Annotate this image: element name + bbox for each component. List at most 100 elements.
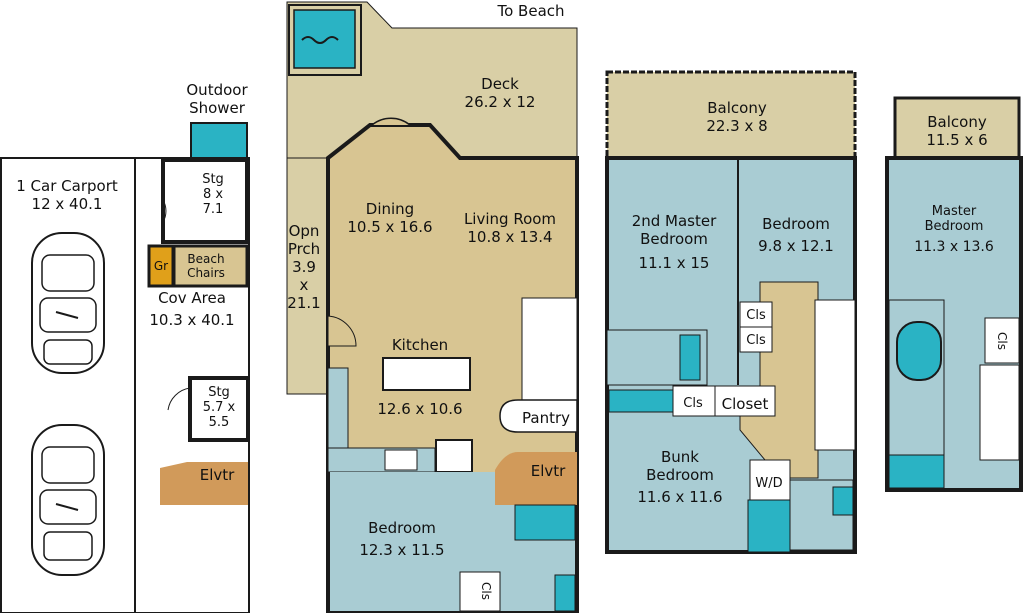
master-tub-icon xyxy=(896,321,942,381)
car-icon xyxy=(31,232,105,374)
stairs-master xyxy=(979,364,1020,461)
elevator-left-notch xyxy=(160,462,187,505)
fridge-icon xyxy=(435,439,473,473)
bath-upper-b xyxy=(747,499,791,553)
storage-upper-line1: 8 x xyxy=(202,187,224,202)
closet-upper-label: Closet xyxy=(721,395,769,413)
car-icon xyxy=(31,424,105,576)
dining-label: Dining 10.5 x 16.6 xyxy=(347,200,432,236)
bath-upper-a-fixture xyxy=(679,334,701,381)
stairs-center xyxy=(814,299,856,451)
beach-chairs-label: Beach Chairs xyxy=(187,252,225,280)
cls-b-label: Cls xyxy=(746,333,766,348)
living-room-name: Living Room xyxy=(463,210,557,228)
bath-upper-a-tub xyxy=(608,389,675,413)
storage-lower-label: Stg 5.7 x 5.5 xyxy=(203,385,236,430)
balcony-center-name: Balcony xyxy=(707,99,767,117)
wd-area xyxy=(749,459,791,501)
master-floor-section xyxy=(885,96,1023,492)
bunk-label: Bunk Bedroom 11.6 x 11.6 xyxy=(637,448,722,506)
balcony-center-area xyxy=(605,70,857,160)
elevator-left-label: Elvtr xyxy=(199,466,235,484)
carport-label: 1 Car Carport 12 x 40.1 xyxy=(16,177,118,213)
master-dims: 11.3 x 13.6 xyxy=(914,239,994,255)
closet-main-area xyxy=(459,571,501,612)
storage-lower-door xyxy=(167,387,191,411)
cls-b-area xyxy=(739,326,773,353)
master-line2: Bedroom xyxy=(924,219,984,234)
to-beach-label: To Beach xyxy=(497,2,565,20)
bath-upper-c-fixture xyxy=(832,486,854,516)
main-floor-section xyxy=(286,1,579,613)
covered-area-dims: 10.3 x 40.1 xyxy=(149,311,235,329)
cls-c-label: Cls xyxy=(683,396,703,411)
cls-c-area xyxy=(672,385,716,417)
open-porch-label: Opn Prch 3.9 x 21.1 xyxy=(287,222,320,312)
cls-master-area xyxy=(984,317,1020,364)
outdoor-shower-label: Outdoor Shower xyxy=(186,81,247,117)
deck-label: Deck 26.2 x 12 xyxy=(465,75,536,111)
closet-main-label: Cls xyxy=(479,582,493,600)
master-shower xyxy=(888,454,945,489)
carport-name: 1 Car Carport xyxy=(16,177,118,195)
master2-dims: 11.1 x 15 xyxy=(638,254,710,272)
porch-door xyxy=(327,315,357,347)
washer-dryer-label: W/D xyxy=(755,476,783,491)
bedroom-main-dims: 12.3 x 11.5 xyxy=(359,541,445,559)
bath-main-tub xyxy=(554,574,576,612)
kitchen-name: Kitchen xyxy=(391,336,449,354)
balcony-right-dims: 11.5 x 6 xyxy=(926,131,988,149)
bath-main-vanity xyxy=(514,504,576,541)
storage-lower-name: Stg xyxy=(208,385,230,400)
master-line1: Master xyxy=(931,204,977,219)
storage-lower-room xyxy=(188,376,250,442)
cls-master-label: Cls xyxy=(995,332,1009,350)
master2-line2: Bedroom xyxy=(640,230,708,248)
balcony-right-label: Balcony 11.5 x 6 xyxy=(926,113,987,149)
bedroom-upper-name: Bedroom xyxy=(762,215,830,233)
beach-chairs-area xyxy=(172,244,249,288)
pantry-area xyxy=(499,399,578,433)
dining-door xyxy=(371,117,411,126)
kitchen-counter-bottom xyxy=(327,447,436,473)
open-porch-line2: Prch xyxy=(287,240,321,258)
covered-area-name: Cov Area xyxy=(158,289,226,307)
bunk-line2: Bedroom xyxy=(646,466,714,484)
outdoor-shower-area xyxy=(190,122,248,159)
living-room-dims: 10.8 x 13.4 xyxy=(467,228,553,246)
elevator-left-area xyxy=(187,462,248,505)
storage-upper-door xyxy=(162,199,167,223)
kitchen-counter-left xyxy=(327,367,349,449)
storage-upper-name: Stg xyxy=(202,172,224,187)
upper-floor-section xyxy=(605,70,857,554)
carport-dims: 12 x 40.1 xyxy=(31,195,103,213)
master2-line1: 2nd Master xyxy=(631,212,717,230)
stove-icon xyxy=(384,449,418,471)
cls-a-label: Cls xyxy=(746,308,766,323)
cls-a-area xyxy=(739,301,773,328)
bedroom-main-label: Bedroom 12.3 x 11.5 xyxy=(359,519,444,559)
wave-icon xyxy=(301,36,339,44)
open-porch-line4: x xyxy=(299,276,309,294)
kitchen-dims: 12.6 x 10.6 xyxy=(377,400,463,418)
open-porch-area xyxy=(286,157,328,395)
master-label: Master Bedroom 11.3 x 13.6 xyxy=(914,204,994,255)
deck-name: Deck xyxy=(481,75,519,93)
open-porch-line3: 3.9 xyxy=(292,258,316,276)
elevator-main-label: Elvtr xyxy=(530,462,566,480)
bedroom-main-name: Bedroom xyxy=(368,519,436,537)
carport-section xyxy=(0,122,250,613)
outdoor-shower-line2: Shower xyxy=(189,99,245,117)
covered-area-label: Cov Area 10.3 x 40.1 xyxy=(149,289,234,329)
master2-label: 2nd Master Bedroom 11.1 x 15 xyxy=(632,212,717,272)
bedroom-upper-dims: 9.8 x 12.1 xyxy=(758,237,834,255)
garage-small-label: Gr xyxy=(153,259,169,273)
dining-dims: 10.5 x 16.6 xyxy=(347,218,433,236)
bunk-dims: 11.6 x 11.6 xyxy=(637,488,723,506)
balcony-center-label: Balcony 22.3 x 8 xyxy=(706,99,767,135)
storage-upper-label: Stg 8 x 7.1 xyxy=(202,172,224,217)
storage-upper-line2: 7.1 xyxy=(202,202,224,217)
living-room-label: Living Room 10.8 x 13.4 xyxy=(464,210,556,246)
balcony-right-area xyxy=(893,96,1021,160)
